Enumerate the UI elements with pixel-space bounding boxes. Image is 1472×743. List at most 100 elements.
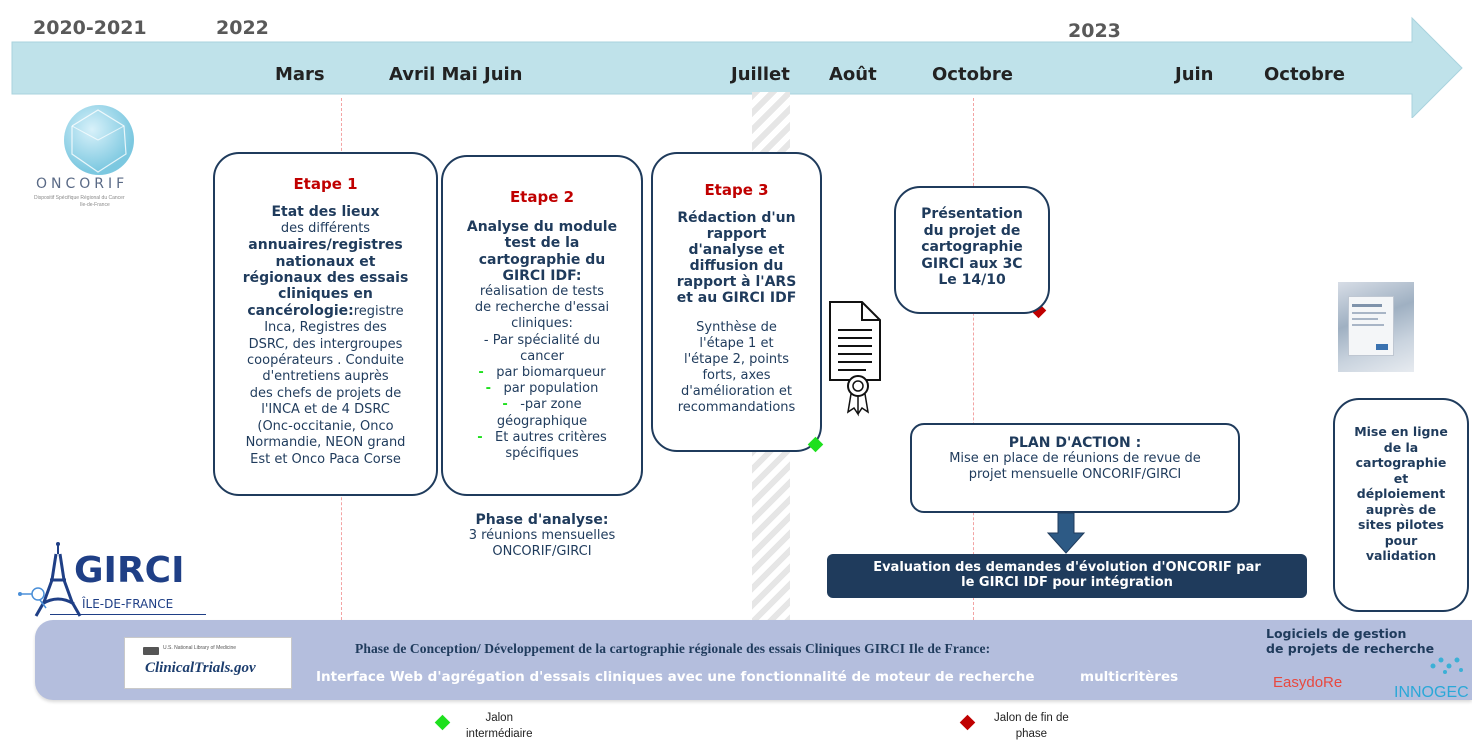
etape1-bold: nationaux et	[275, 253, 376, 270]
etape2-line: spécifiques	[505, 446, 579, 462]
logiciels-line: Logiciels de gestion	[1266, 626, 1407, 641]
presentation-line: Présentation	[921, 206, 1023, 222]
presentation-line: cartographie	[921, 239, 1023, 255]
clinicaltrials-nlm: U.S. National Library of Medicine	[163, 645, 237, 651]
presentation-line: GIRCI aux 3C	[921, 255, 1023, 272]
presentation-line: du projet de	[923, 222, 1021, 239]
oncorif-logo: ONCORIF Dispositif Spécifique Régional d…	[28, 96, 168, 216]
website-screenshot-thumbnail	[1338, 282, 1414, 372]
innogec-dots-icon	[1430, 657, 1463, 674]
etape1-bold: régionaux des essais	[242, 270, 409, 287]
oncorif-tagline-1: Dispositif Spécifique Régional du Cancer	[34, 195, 125, 201]
oncorif-globe-icon	[64, 105, 134, 175]
month-aout: Août	[829, 64, 877, 85]
etape1-title: Etape 1	[293, 175, 358, 193]
legend-fin-line: Jalon de fin de	[994, 712, 1069, 724]
month-juin-2023: Juin	[1175, 64, 1214, 85]
mise-en-ligne-line: et	[1393, 470, 1409, 486]
banner-sub-overlap-text: multicritères	[1080, 669, 1179, 685]
etape2-line: réalisation de tests	[479, 284, 605, 300]
etape2-bold: test de la	[504, 235, 580, 252]
month-juillet: Juillet	[731, 64, 790, 85]
etape3-box: Etape 3 Rédaction d'un rapport d'analyse…	[651, 152, 822, 452]
year-2020-2021: 2020-2021	[33, 17, 147, 39]
etape1-line: Est et Onco Paca Corse	[250, 451, 401, 467]
girci-region: ÎLE-DE-FRANCE	[82, 597, 174, 611]
etape2-bold: Analyse du module	[466, 219, 618, 236]
down-arrow-icon	[1046, 513, 1086, 554]
evaluation-line: le GIRCI IDF pour intégration	[961, 575, 1173, 590]
month-octobre-2022: Octobre	[932, 64, 1013, 85]
etape1-line: d'entretiens auprès	[262, 369, 389, 385]
legend-fin-phase: Jalon de fin de phase	[994, 710, 1069, 742]
mise-en-ligne-box: Mise en ligne de la cartographie et dépl…	[1333, 398, 1469, 612]
green-bullet: -	[485, 381, 492, 397]
legend-fin-line: phase	[1015, 728, 1048, 740]
etape2-line: -par zone	[520, 397, 582, 413]
year-2022: 2022	[216, 17, 269, 39]
mise-en-ligne-line: validation	[1365, 548, 1437, 563]
mise-en-ligne-line: Mise en ligne	[1354, 424, 1448, 439]
etape1-bold: annuaires/registres	[248, 237, 403, 254]
easydore-logo: EasydoRe	[1273, 674, 1343, 691]
presentation-box: Présentation du projet de cartographie G…	[894, 186, 1050, 314]
etape2-line: - Par spécialité du	[483, 332, 601, 348]
etape1-line: (Onc-occitanie, Onco	[257, 418, 394, 434]
etape2-box: Etape 2 Analyse du module test de la car…	[441, 155, 643, 496]
etape3-line: recommandations	[677, 400, 796, 415]
plan-action-box: PLAN D'ACTION : Mise en place de réunion…	[910, 423, 1240, 513]
etape3-bold: rapport	[706, 226, 767, 242]
legend-red-diamond	[959, 714, 976, 731]
etape1-line: Normandie, NEON grand	[245, 435, 406, 451]
plan-action-line: Mise en place de réunions de revue de	[949, 451, 1201, 466]
green-bullet: -	[477, 429, 483, 445]
mise-en-ligne-line: déploiement	[1356, 486, 1446, 501]
mise-en-ligne-line: de la	[1383, 439, 1419, 455]
etape3-line: forts, axes	[702, 368, 771, 383]
etape2-line: de recherche d'essai	[474, 300, 610, 316]
etape1-line: coopérateurs . Conduite	[247, 353, 404, 369]
etape1-line: l'INCA et de 4 DSRC	[261, 402, 390, 418]
mise-en-ligne-line: sites pilotes	[1358, 517, 1444, 532]
girci-logo: GIRCI ÎLE-DE-FRANCE	[16, 540, 206, 630]
etape2-line: par biomarqueur	[496, 365, 606, 381]
etape2-line: cliniques:	[511, 316, 573, 332]
clinicaltrials-name: ClinicalTrials.gov	[145, 660, 256, 676]
banner-main-text: Phase de Conception/ Développement de la…	[355, 641, 991, 656]
etape2-title: Etape 2	[509, 188, 575, 206]
etape3-bold: Rédaction d'un	[677, 210, 796, 226]
etape3-line: l'étape 1 et	[699, 336, 774, 351]
phase-analyse-title: Phase d'analyse:	[475, 512, 609, 528]
girci-name: GIRCI	[74, 550, 185, 591]
logiciels-label: Logiciels de gestion de projets de reche…	[1266, 626, 1434, 656]
month-avril-mai-juin: Avril Mai Juin	[389, 64, 523, 85]
oncorif-name: ONCORIF	[36, 176, 129, 192]
phase-analyse-line: ONCORIF/GIRCI	[492, 544, 592, 559]
phase-analyse-line: 3 réunions mensuelles	[468, 528, 616, 543]
etape2-line: géographique	[496, 413, 588, 429]
mise-en-ligne-line: auprès de	[1365, 501, 1437, 517]
etape1-box: Etape 1 Etat des lieux des différents an…	[213, 152, 438, 496]
report-document-icon	[829, 301, 881, 417]
girci-region-underline	[50, 614, 206, 615]
etape1-heading: Etat des lieux	[271, 204, 380, 221]
legend-intermediaire: Jalon intermédiaire	[466, 710, 532, 742]
etape1-line: des différents	[280, 220, 371, 236]
etape1-line: DSRC, des intergroupes	[248, 336, 403, 352]
plan-action-title: PLAN D'ACTION :	[1008, 435, 1142, 451]
etape3-bold: d'analyse et	[688, 242, 785, 258]
mise-en-ligne-line: pour	[1384, 532, 1418, 548]
guide-octobre	[973, 98, 974, 620]
oncorif-tagline-2: Ile-de-France	[80, 202, 110, 208]
green-bullet: -	[502, 397, 508, 413]
legend-intermediaire-line: Jalon	[485, 712, 513, 724]
green-bullet: -	[478, 365, 484, 381]
nih-badge-icon	[143, 647, 159, 655]
etape3-line: Synthèse de	[696, 320, 777, 335]
etape2-line: cancer	[520, 348, 564, 364]
etape1-line: des chefs de projets de	[249, 385, 402, 401]
etape3-bold: diffusion du	[689, 258, 784, 274]
etape2-bold: cartographie du	[478, 251, 606, 268]
timeline-arrow	[11, 16, 1463, 118]
mise-en-ligne-line: cartographie	[1355, 455, 1447, 470]
